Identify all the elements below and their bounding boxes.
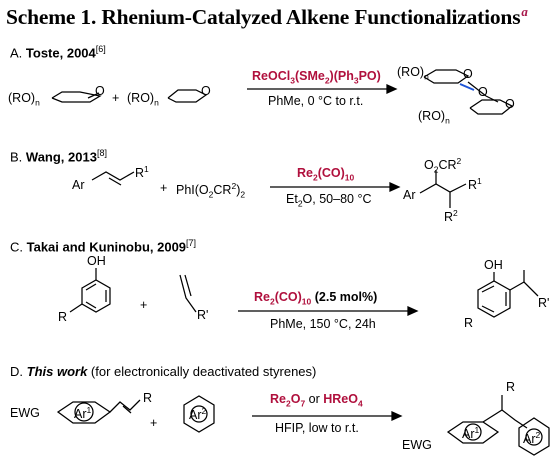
a-n-prod-bottom: n [445, 115, 450, 126]
glycal-double-bond [87, 92, 100, 99]
styrene-d-double-bond [122, 405, 132, 414]
b-reagent: PhI(O2CR2)2 [176, 181, 246, 200]
product-c-sidechain [509, 281, 539, 297]
d-prod-ar1: Ar1 [462, 425, 480, 442]
section-d-description: (for electronically deactivated styrenes… [87, 364, 317, 379]
section-d-prefix: D. [10, 364, 27, 379]
a-ro-prod-top: (RO)n [397, 65, 429, 82]
section-c-ref: [7] [186, 238, 197, 248]
d-prod-ar2: Ar2 [523, 430, 541, 447]
tetrahydropyran-ring [167, 89, 208, 103]
d-ar2: Ar2 [189, 406, 207, 423]
a-ro-mid: (RO)n [127, 91, 159, 108]
a-catalyst: ReOCl3(SMe2)(Ph3PO) [252, 69, 381, 86]
section-c-label: C. Takai and Kuninobu, 2009[7] [10, 238, 196, 254]
section-c-prefix: C. [10, 239, 27, 255]
c-conditions: PhMe, 150 °C, 24h [270, 317, 376, 331]
phenol-r-bond [69, 303, 83, 313]
b-prod-r1: R1 [468, 176, 482, 193]
new-bond-highlight [459, 83, 475, 91]
product-ring-bottom [469, 99, 514, 115]
section-a-ref: [6] [95, 44, 106, 54]
b-catalyst: Re2(CO)10 [297, 166, 355, 183]
glycal-ring [51, 91, 102, 103]
arrow-c-head [407, 306, 419, 316]
a-ro-prod-bottom-text: (RO) [418, 109, 446, 123]
d-r: R [143, 391, 153, 405]
b-prod-r2: R2 [444, 208, 458, 225]
section-a-label: A. Toste, 2004[6] [10, 44, 106, 60]
a-oxygen-mid: O [201, 84, 211, 98]
title-footnote: a [521, 4, 528, 19]
c-prod-r: R [464, 316, 474, 330]
c-prod-r-prime: R' [538, 296, 550, 310]
section-c-authors: Takai and Kuninobu, 2009 [26, 239, 187, 255]
a-n-left: n [35, 97, 40, 108]
a-ro-left: (RO)n [8, 91, 40, 108]
alkene-c [179, 274, 197, 313]
a-ro-prod-bottom: (RO)n [418, 109, 450, 126]
styrene-double-bond [108, 177, 122, 186]
c-r: R [58, 310, 68, 324]
b-plus: + [160, 181, 168, 195]
arrow-a-head [386, 84, 398, 94]
ar2-aromatic-circle [190, 405, 208, 423]
d-ar1: Ar1 [74, 405, 92, 422]
c-oh: OH [87, 254, 106, 268]
product-ring-top [423, 69, 470, 84]
a-oxygen-prod-2: O [478, 85, 488, 99]
section-b-ref: [8] [96, 148, 107, 158]
scheme-title: Scheme 1. Rhenium-Catalyzed Alkene Funct… [6, 4, 528, 30]
d-ewg: EWG [10, 406, 40, 420]
a-conditions: PhMe, 0 °C to r.t. [268, 94, 364, 108]
arrow-b-head [389, 182, 401, 192]
product-ar2-ring [518, 417, 550, 456]
b-r1: R1 [135, 164, 149, 181]
d-prod-ewg: EWG [402, 438, 432, 452]
section-d-this-work: This work [26, 364, 88, 379]
b-prod-ester: O2CR2 [424, 156, 462, 175]
acetal-o-link [467, 81, 487, 97]
a-ro-mid-text: (RO) [127, 91, 155, 105]
styrene-d-chain [109, 399, 141, 413]
a-ro-prod-top-text: (RO) [397, 65, 425, 79]
ar1-aromatic-circle [74, 402, 94, 422]
a-n-prod-top: n [424, 71, 429, 82]
alkene-c-double-bond [184, 274, 192, 297]
c-r-prime: R' [197, 308, 209, 322]
b-ar: Ar [72, 178, 85, 192]
product-d-chain [482, 409, 528, 429]
b-conditions: Et2O, 50–80 °C [286, 192, 372, 209]
product-b-chain [419, 183, 467, 194]
c-catalyst: Re2(CO)10 (2.5 mol%) [254, 290, 378, 307]
a-n-mid: n [154, 97, 159, 108]
section-d-label: D. This work (for electronically deactiv… [10, 364, 316, 379]
d-conditions: HFIP, low to r.t. [275, 421, 359, 435]
a-plus: + [112, 91, 120, 105]
c-prod-oh: OH [484, 258, 503, 272]
ring-link [485, 95, 499, 103]
a-oxygen-left: O [95, 84, 105, 98]
section-a-author: Toste, 2004 [25, 45, 96, 61]
ar2-ring [183, 395, 215, 433]
d-catalyst: Re2O7 or HReO4 [270, 392, 363, 409]
styrene-chain [91, 171, 135, 181]
a-oxygen-prod-1: O [463, 67, 473, 81]
scheme-title-text: Scheme 1. Rhenium-Catalyzed Alkene Funct… [6, 5, 521, 30]
section-b-label: B. Wang, 2013[8] [10, 148, 107, 164]
section-a-prefix: A. [10, 45, 26, 61]
a-oxygen-prod-3: O [505, 97, 515, 111]
b-prod-ar: Ar [403, 188, 416, 202]
d-plus: + [150, 416, 158, 430]
a-ro-left-text: (RO) [8, 91, 36, 105]
product-ar1-ring [446, 421, 500, 444]
arrow-d-head [391, 411, 403, 421]
section-b-author: Wang, 2013 [25, 149, 97, 165]
c-plus: + [140, 298, 148, 312]
section-b-prefix: B. [10, 149, 26, 165]
d-prod-r: R [506, 380, 516, 394]
